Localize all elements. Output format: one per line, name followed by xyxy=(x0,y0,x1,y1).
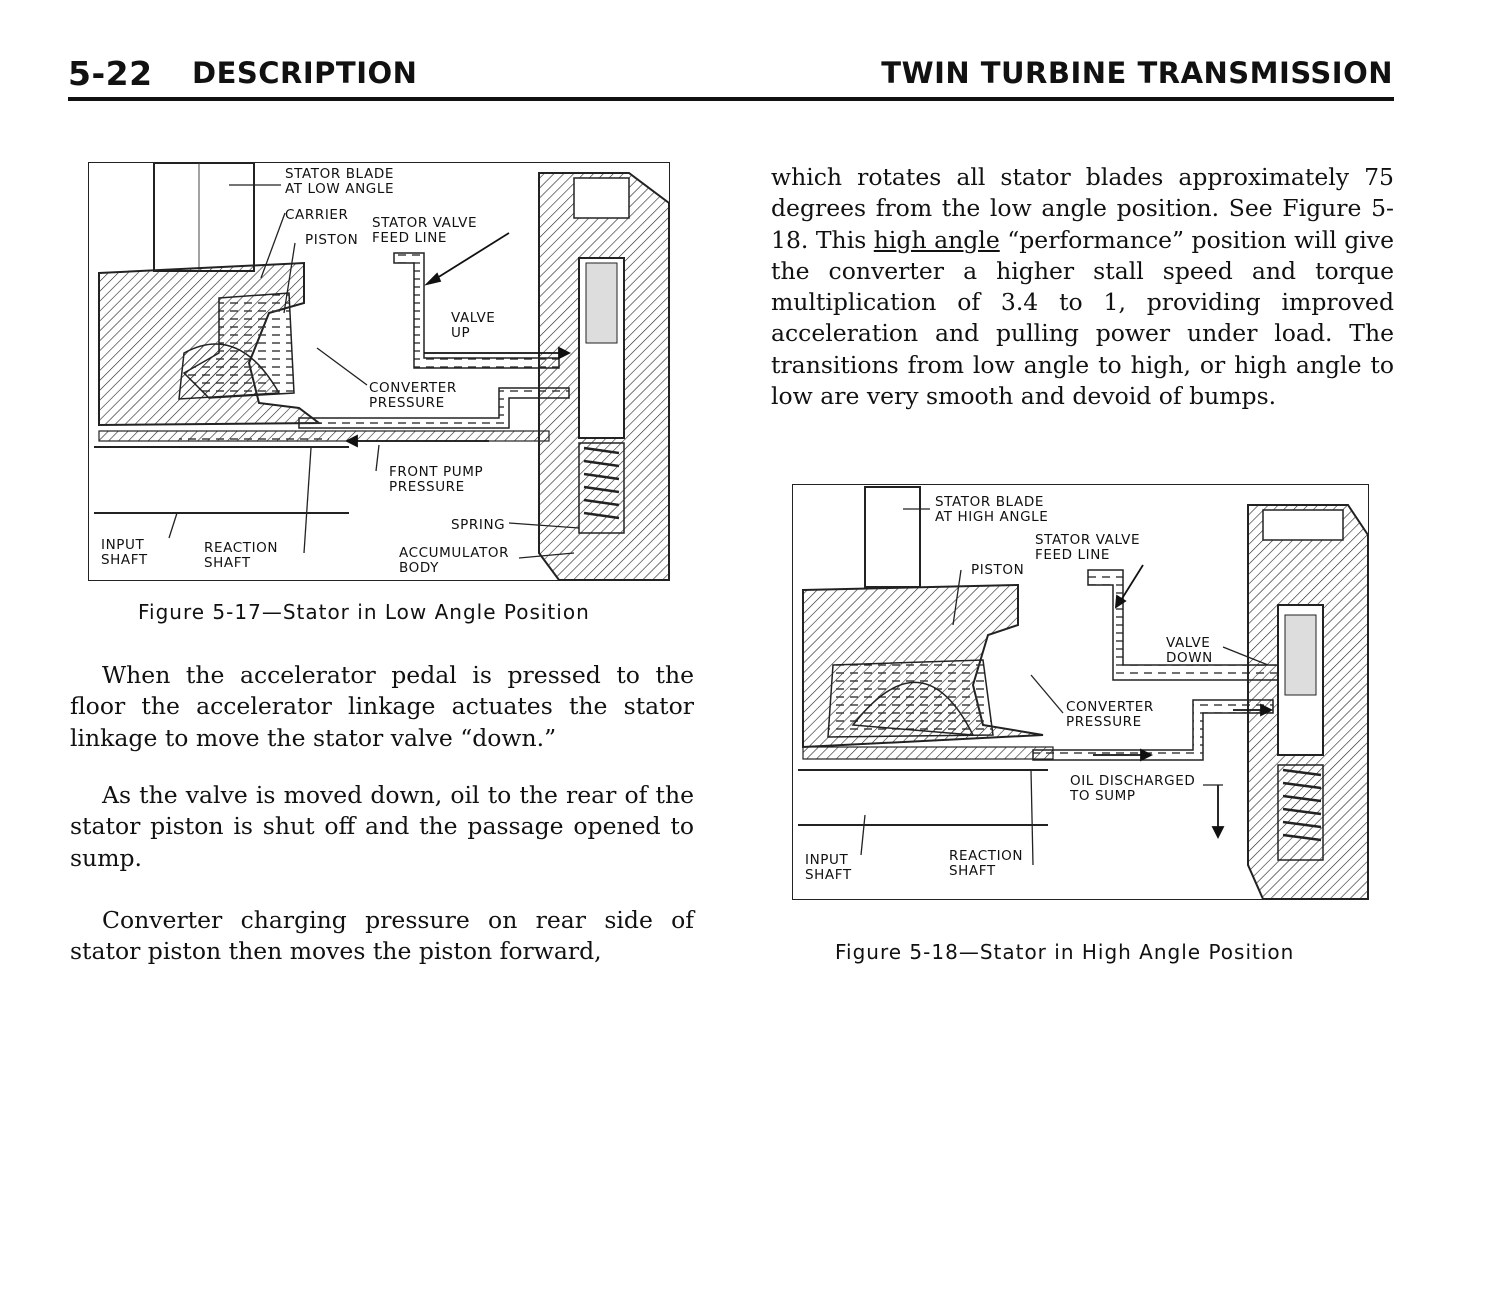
figure-5-18: STATOR BLADE AT HIGH ANGLE STATOR VALVE … xyxy=(792,484,1369,900)
right-paragraph-text-a: which rotates all stator blades approxim… xyxy=(771,163,1394,254)
section-title: DESCRIPTION xyxy=(192,56,418,90)
left-paragraph-2: As the valve is moved down, oil to the r… xyxy=(70,781,694,872)
left-paragraph-1: When the accelerator pedal is pressed to… xyxy=(70,661,694,752)
figure-5-17-diagram xyxy=(94,163,669,580)
label-stator-valve-feed-line: STATOR VALVE FEED LINE xyxy=(372,215,478,246)
label-input-shaft: INPUT SHAFT xyxy=(101,537,148,568)
label-piston: PISTON xyxy=(305,232,359,248)
label-spring: SPRING xyxy=(451,517,506,533)
label-oil-discharged: OIL DISCHARGED TO SUMP xyxy=(1070,773,1196,804)
label-stator-blade-low: STATOR BLADE AT LOW ANGLE xyxy=(285,166,395,197)
header-rule xyxy=(68,97,1394,101)
figure-5-18-diagram xyxy=(798,486,1368,899)
label-converter-pressure: CONVERTER PRESSURE xyxy=(1066,699,1154,730)
label-reaction-shaft: REACTION SHAFT xyxy=(204,540,279,571)
figure-5-17: STATOR BLADE AT LOW ANGLE CARRIER PISTON… xyxy=(88,162,670,581)
book-title: TWIN TURBINE TRANSMISSION xyxy=(881,56,1393,90)
label-carrier: CARRIER xyxy=(285,207,349,223)
page-number: 5-22 xyxy=(68,54,153,93)
label-reaction-shaft: REACTION SHAFT xyxy=(949,848,1024,879)
right-paragraph-text-b: “performance” position will give the con… xyxy=(771,225,1394,411)
label-front-pump-pressure: FRONT PUMP PRESSURE xyxy=(389,464,484,495)
label-piston: PISTON xyxy=(971,562,1025,578)
label-stator-blade-high: STATOR BLADE AT HIGH ANGLE xyxy=(935,494,1049,525)
label-stator-valve-feed-line: STATOR VALVE FEED LINE xyxy=(1035,532,1141,563)
label-valve-down: VALVE DOWN xyxy=(1166,635,1213,666)
label-valve-up: VALVE UP xyxy=(451,310,496,341)
figure-5-18-caption: Figure 5-18—Stator in High Angle Positio… xyxy=(835,940,1295,964)
figure-5-17-caption: Figure 5-17—Stator in Low Angle Position xyxy=(138,600,590,624)
underlined-high-angle: high angle xyxy=(873,225,1000,254)
right-paragraph-1: which rotates all stator blades approxim… xyxy=(771,162,1394,412)
label-input-shaft: INPUT SHAFT xyxy=(805,852,852,883)
left-paragraph-3: Converter charging pressure on rear side… xyxy=(70,906,694,966)
label-converter-pressure: CONVERTER PRESSURE xyxy=(369,380,457,411)
label-accumulator-body: ACCUMULATOR BODY xyxy=(399,545,510,576)
